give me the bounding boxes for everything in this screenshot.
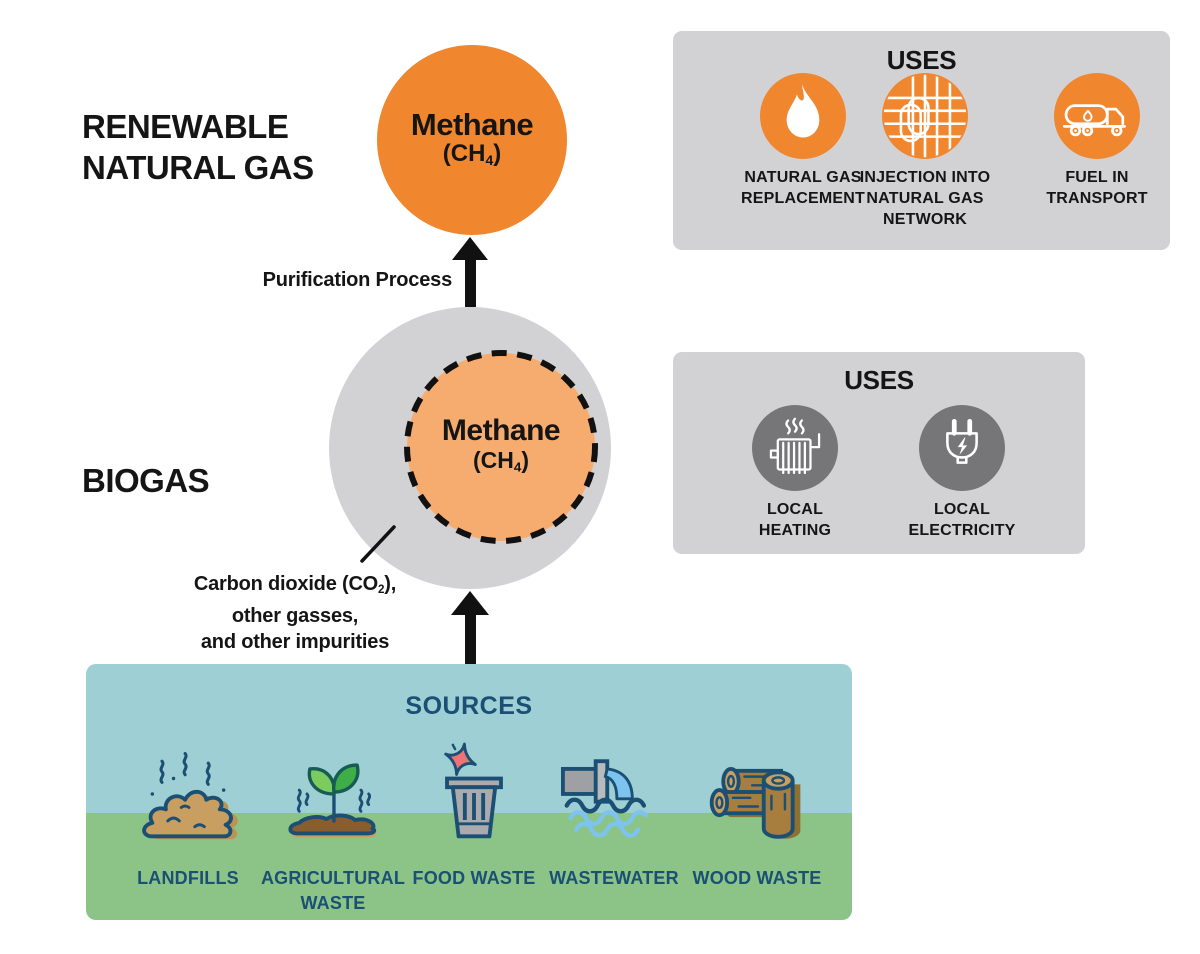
source-item-food-waste: FOOD WASTE (394, 740, 554, 891)
source-item-agricultural-waste: AGRICULTURAL WASTE (253, 740, 413, 916)
stage-label-biogas: BIOGAS (82, 462, 210, 499)
agricultural-waste-icon (288, 763, 377, 838)
source-item-wastewater: WASTEWATER (534, 740, 694, 891)
use-label: NATURAL GAS REPLACEMENT (741, 169, 865, 207)
impurities-note: Carbon dioxide (CO2), other gasses, and … (193, 573, 397, 654)
pipe-network-icon (883, 74, 967, 158)
uses-biogas-title: USES (844, 365, 914, 395)
source-item-landfills: LANDFILLS (108, 740, 268, 891)
methane-rng-title: Methane (410, 106, 534, 142)
impurities-pointer-line (360, 525, 396, 563)
use-label: INJECTION INTO NATURAL GAS NETWORK (859, 169, 991, 228)
use-label: FUEL IN TRANSPORT (1046, 169, 1148, 207)
source-label: LANDFILLS (137, 868, 239, 888)
purification-arrow-head (452, 237, 488, 260)
source-item-wood-waste: WOOD WASTE (677, 740, 837, 891)
source-label: WOOD WASTE (692, 868, 822, 888)
methane-rng-circle: Methane (CH4) (377, 45, 567, 235)
sources-arrow-stem (465, 611, 476, 670)
uses-panel-rng: USES NATURAL GAS REPLACEMENT (673, 31, 1170, 250)
food-waste-icon (444, 742, 503, 839)
electric-plug-icon (946, 418, 978, 464)
purification-arrow-stem (465, 256, 476, 307)
landfill-icon (142, 751, 238, 840)
tanker-truck-icon (1062, 104, 1126, 137)
source-label: AGRICULTURAL WASTE (260, 868, 406, 913)
wastewater-icon (561, 759, 648, 838)
dashed-methane-circle (404, 350, 598, 544)
methane-biogas-title: Methane (441, 413, 561, 447)
uses-rng-title: USES (886, 45, 957, 75)
use-item-injection-network: INJECTION INTO NATURAL GAS NETWORK (839, 73, 1011, 230)
sources-panel: SOURCES LANDFILLS AGRICULT (86, 664, 852, 920)
sources-title: SOURCES (405, 692, 533, 720)
radiator-icon (769, 417, 821, 475)
purification-process-label: Purification Process (262, 269, 453, 291)
wood-waste-icon (709, 766, 801, 839)
use-item-fuel-transport: FUEL IN TRANSPORT (1011, 73, 1183, 209)
uses-panel-biogas: USES LOCAL HEATING (673, 352, 1085, 554)
flame-icon (786, 84, 820, 138)
methane-biogas-formula: (CH4) (473, 446, 529, 475)
source-label: WASTEWATER (549, 868, 679, 888)
stage-label-renewable-natural-gas: RENEWABLE NATURAL GAS (82, 108, 314, 186)
use-item-local-electricity: LOCAL ELECTRICITY (876, 405, 1048, 541)
methane-rng-formula: (CH4) (442, 139, 502, 168)
use-label: LOCAL ELECTRICITY (908, 501, 1016, 539)
use-item-local-heating: LOCAL HEATING (709, 405, 881, 541)
methane-biogas-circle: Methane (CH4) (401, 347, 601, 547)
use-item-natural-gas-replacement: NATURAL GAS REPLACEMENT (717, 73, 889, 209)
source-label: FOOD WASTE (412, 868, 536, 888)
use-label: LOCAL HEATING (758, 501, 832, 539)
